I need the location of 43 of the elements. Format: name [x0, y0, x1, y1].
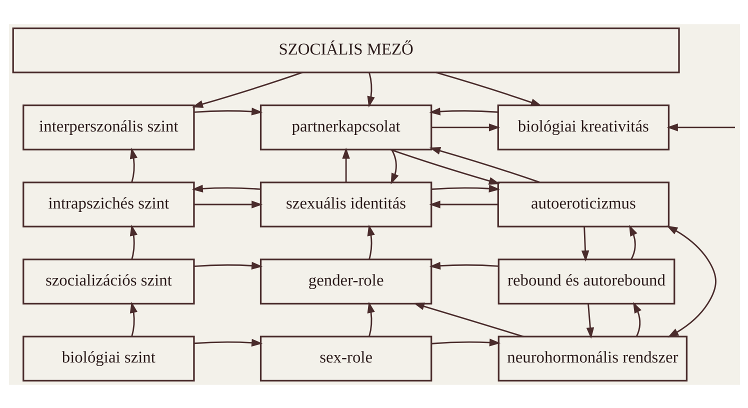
node-box: neurohormonális rendszer: [497, 335, 688, 382]
node-box: partnerkapcsolat: [259, 104, 432, 150]
arrow: [431, 338, 500, 346]
node-box: autoeroticizmus: [496, 181, 670, 227]
node-box: biológiai kreativitás: [496, 104, 670, 150]
arrow: [366, 224, 374, 260]
arrow: [435, 71, 542, 106]
arrow: [129, 147, 138, 182]
node-box: rebound és autorebound: [497, 258, 675, 304]
arrow: [430, 184, 500, 192]
arrow: [412, 302, 524, 337]
arrow: [366, 301, 374, 336]
arrow: [129, 224, 138, 260]
arrow: [428, 200, 498, 208]
node-box: intrapszichés szint: [22, 181, 194, 227]
arrow: [580, 226, 589, 262]
arrow: [390, 148, 500, 184]
arrow: [428, 146, 540, 183]
arrow: [390, 148, 398, 184]
node-box: sex-role: [259, 335, 432, 382]
node-box: szocializációs szint: [22, 258, 194, 304]
node-box: interperszonális szint: [22, 104, 194, 150]
arrow: [191, 184, 260, 192]
arrow: [193, 107, 262, 115]
arrow: [430, 123, 500, 131]
arrow: [366, 72, 374, 107]
arrow: [191, 71, 302, 108]
arrow: [586, 303, 594, 338]
node-box: biológiai szint: [22, 335, 194, 382]
arrow: [193, 261, 262, 270]
arrow: [428, 107, 498, 115]
arrow: [628, 224, 637, 260]
arrow: [194, 200, 262, 208]
arrow: [342, 147, 350, 182]
arrow: [428, 261, 498, 270]
arrow: [193, 338, 262, 346]
arrow: [666, 123, 734, 131]
arrow: [632, 301, 641, 336]
node-box: szexuális identitás: [259, 181, 432, 227]
arrow: [666, 225, 716, 337]
node-box: SZOCIÁLIS MEZŐ: [12, 26, 680, 73]
arrow: [129, 301, 137, 336]
node-box: gender-role: [259, 258, 432, 304]
